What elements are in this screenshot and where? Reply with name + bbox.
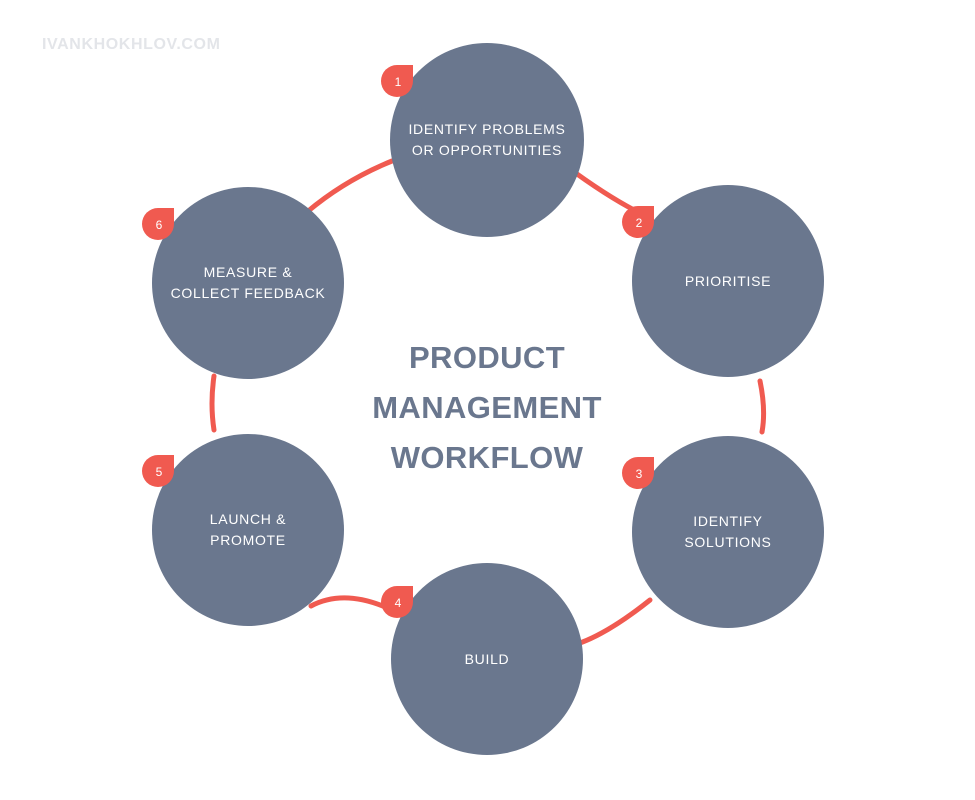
step-number-text-5: 5 [155,465,163,479]
workflow-step-circle-6[interactable]: MEASURE & COLLECT FEEDBACK [152,187,344,379]
step-number-badge-6: 6 [142,208,174,240]
page-title: PRODUCT MANAGEMENT WORKFLOW [372,340,602,475]
step-number-badge-5: 5 [142,455,174,487]
step-number-badge-1: 1 [381,65,413,97]
workflow-step-circle-1[interactable]: IDENTIFY PROBLEMS OR OPPORTUNITIES [390,43,584,237]
step-number-text-1: 1 [394,75,402,89]
step-number-badge-2: 2 [622,206,654,238]
step-number-badge-3: 3 [622,457,654,489]
connector-arc-5-to-6 [209,373,217,433]
connector-arc-3-to-4 [577,597,653,646]
step-number-text-4: 4 [394,596,402,610]
step-number-badge-4: 4 [381,586,413,618]
workflow-step-label-6: MEASURE & COLLECT FEEDBACK [170,264,326,301]
workflow-step-label-1: IDENTIFY PROBLEMS OR OPPORTUNITIES [408,121,566,158]
workflow-step-label-4: BUILD [464,650,510,667]
workflow-step-label-5: LAUNCH & PROMOTE [209,511,287,548]
watermark: IVANKHOKHLOV.COM [42,36,221,53]
workflow-step-circle-3[interactable]: IDENTIFY SOLUTIONS [632,436,824,628]
workflow-step-label-2: PRIORITISE [684,272,772,289]
workflow-step-label-3: IDENTIFY SOLUTIONS [684,513,772,550]
step-number-text-3: 3 [635,467,643,481]
workflow-step-circle-5[interactable]: LAUNCH & PROMOTE [152,434,344,626]
workflow-step-circle-2[interactable]: PRIORITISE [632,185,824,377]
workflow-step-circle-4[interactable]: BUILD [391,563,583,755]
connector-arc-2-to-3 [757,378,767,435]
step-number-text-6: 6 [155,218,163,232]
connector-arc-6-to-1 [304,158,395,215]
connector-arc-4-to-5 [308,595,395,613]
step-number-text-2: 2 [635,216,643,230]
